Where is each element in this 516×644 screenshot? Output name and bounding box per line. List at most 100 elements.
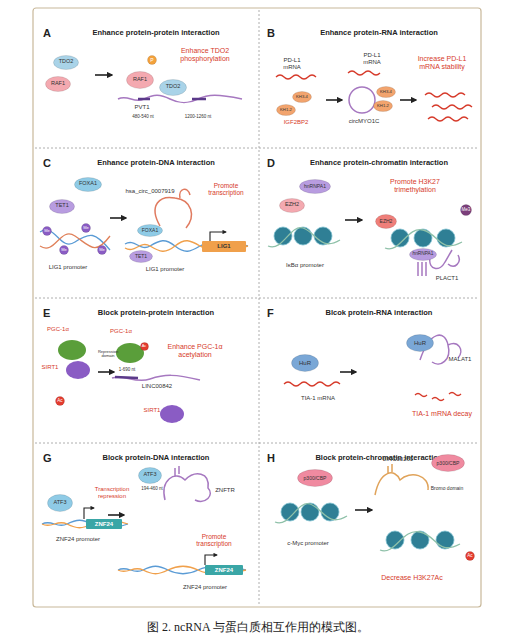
figure-caption: 图 2. ncRNA 与蛋白质相互作用的模式图。 [0,619,516,636]
dna-helix [125,241,248,252]
blob-fill [292,355,319,372]
panel-letter: G [43,452,52,464]
effect-note: SIRT1 [140,407,164,414]
mrna-strand [284,382,340,386]
protein-blob: Me [97,245,107,255]
blob-fill [410,248,437,260]
blob-fill [60,246,69,255]
blob-fill [138,224,163,236]
transition-arrow [98,371,114,373]
effect-note: Promote transcription [198,182,254,196]
blob-label: KH1-2 [377,104,389,108]
panel-letter: A [43,27,51,39]
panel: FBlcok protein-RNA interactionHuRHuR [259,298,481,443]
mrna-strand [276,75,316,79]
effect-note: TIA-1 mRNA decay [412,410,472,418]
panel: A Enhance protein-protein interactionTDO2… [35,10,259,148]
outer-frame [33,8,481,607]
panel-letter: D [267,157,275,169]
part-label: ZNF24 promoter [51,536,105,543]
panel: B Enhance protein-RNA interactionKH3-4KH1… [259,10,481,148]
blob-fill [466,552,475,561]
panel-title: Enhance protein-RNA interaction [283,29,475,37]
blob-label: FOXA1 [79,181,97,187]
rna-strand [112,375,200,380]
blob-label: Me [83,226,89,230]
part-label: Repression domain [96,350,120,359]
blob-fill [140,342,148,350]
chromatin-dna [268,228,340,247]
chromatin-dna [268,228,462,551]
part-label: 480-540 nt [123,115,163,120]
protein-blob: TET1 [49,199,75,214]
rna-strand [155,189,191,228]
blob-fill [48,495,73,512]
protein-blob: Me [59,245,69,255]
panel-title: Blcok protein-RNA interaction [283,309,475,317]
panel-letter: B [267,27,275,39]
tss-arrow [210,232,226,241]
transition-arrow [326,99,342,101]
transition-arrow [340,371,356,373]
chromatin-dna [275,504,347,523]
effect-note: PGC-1α [106,328,136,335]
blob-label: TET1 [55,203,68,209]
nucleosome [294,227,312,245]
mrna-strand [348,71,380,75]
nucleosome [274,227,455,549]
gene-box: LIG1 [202,241,246,252]
rna-strand [115,377,138,378]
blob-fill [280,198,305,212]
protein-blob: EZH2 [279,198,305,213]
blob-label: Me [44,229,50,233]
protein-blob: ATF3 [138,467,162,484]
protein-blob: Ac [55,396,65,406]
effect-note: IGF2BP2 [276,119,316,126]
rna-strand [138,98,206,101]
protein-blob: RAF1 [45,76,71,92]
protein-blob: P [147,55,157,65]
dna-helix [118,566,246,574]
protein-shape [58,340,86,360]
nucleosome [437,229,455,247]
panel-title: Enhance protein-protein interaction [59,29,253,37]
part-label: LINC00842 [137,383,177,390]
blob-fill [300,179,331,193]
panel-letter: H [267,452,275,464]
protein-blob: FOXA1 [74,177,102,192]
nucleosome [436,531,454,549]
blob-label: TET1 [135,254,147,259]
part-label: 1-690 nt [112,368,142,373]
blob-label: ATF3 [53,500,66,506]
nucleosome [281,503,299,521]
blob-label: ATF3 [143,472,156,478]
blob-fill [377,87,396,98]
part-label: Bromo domain [425,486,469,492]
part-label: PVT1 [127,104,157,111]
tss-arrow [205,555,217,565]
protein-blob: KH3-4 [292,91,312,103]
part-label: MALAT1 [445,356,475,363]
effect-note: Promote transcription [184,533,244,547]
effect-note: PGC-1α [43,326,73,333]
protein-blob: TET1 [129,250,153,263]
rna-strand [349,87,375,113]
blob-label: ZNF24 [95,521,113,527]
blob-label: RAF1 [51,81,65,87]
protein-shape [58,340,184,423]
part-label: ZNFTR [210,487,240,494]
part-label: 1200-1260 nt [178,115,218,120]
chromatin-dna [380,532,460,551]
blob-label: hnRNPA1 [413,252,434,257]
protein-blob: Ac [140,342,149,351]
protein-blob: FOXA1 [137,224,163,237]
panel: HBlock protein-chromatin interactionp300… [259,443,481,605]
panel: GBlock protein-DNA interactionATF3ZNF24A… [35,443,259,605]
tss-arrow [84,232,226,565]
chromatin-dna [385,230,462,249]
blob-label: TDO2 [59,59,74,65]
panel-divider [35,148,479,149]
gene-box: ZNF24 [205,565,243,575]
blob-fill [130,250,153,262]
panel-title: Block protein-protein interaction [59,309,253,317]
